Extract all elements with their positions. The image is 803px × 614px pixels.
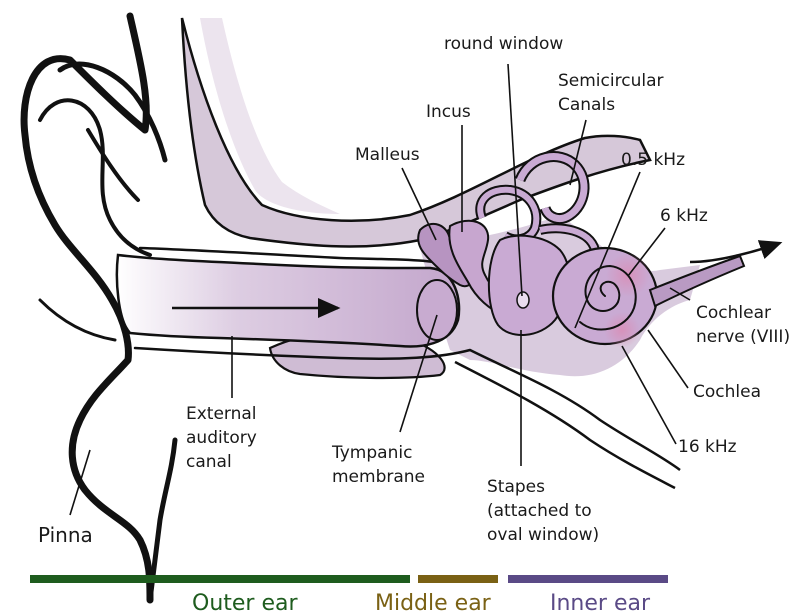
label-malleus: Malleus: [355, 145, 420, 165]
inner-ear-bar: [508, 575, 668, 583]
label-0-5-khz: 0.5 kHz: [621, 150, 685, 170]
label-6-khz: 6 kHz: [660, 206, 708, 226]
label-external-auditory-canal-line1: External: [186, 404, 257, 424]
region-legend: Outer ear Middle ear Inner ear: [30, 575, 668, 614]
label-external-auditory-canal-line2: auditory: [186, 428, 257, 448]
inner-ear-label: Inner ear: [550, 591, 651, 614]
outer-ear-bar: [30, 575, 410, 583]
label-stapes-line3: oval window): [487, 525, 599, 545]
middle-ear-bar: [418, 575, 498, 583]
label-semicircular-canals-line1: Semicircular: [558, 71, 663, 91]
label-external-auditory-canal-line3: canal: [186, 452, 232, 472]
label-16-khz: 16 kHz: [678, 437, 737, 457]
label-incus: Incus: [426, 102, 471, 122]
label-pinna: Pinna: [38, 523, 93, 547]
label-cochlear-nerve-line2: nerve (VIII): [696, 327, 790, 347]
label-tympanic-membrane-line1: Tympanic: [331, 443, 412, 463]
outer-ear-label: Outer ear: [192, 591, 298, 614]
label-tympanic-membrane-line2: membrane: [332, 467, 425, 487]
middle-ear-label: Middle ear: [375, 591, 492, 614]
label-stapes-line2: (attached to: [487, 501, 592, 521]
label-cochlea: Cochlea: [693, 382, 761, 402]
label-cochlear-nerve-line1: Cochlear: [696, 303, 771, 323]
label-round-window: round window: [444, 34, 563, 54]
tympanic-membrane: [417, 280, 457, 340]
label-stapes-line1: Stapes: [487, 477, 545, 497]
label-semicircular-canals-line2: Canals: [558, 95, 615, 115]
